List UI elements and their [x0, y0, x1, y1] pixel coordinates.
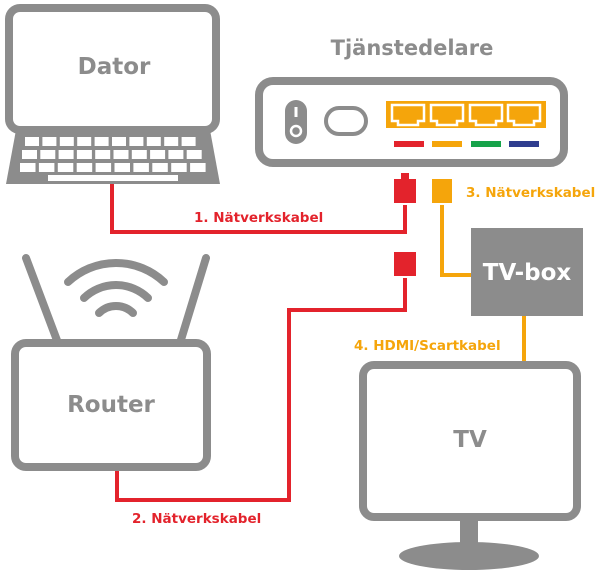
- router-antenna-left: [22, 254, 62, 347]
- laptop-key: [186, 150, 202, 159]
- ethernet-port-icon: [390, 103, 426, 127]
- reset-button-icon: [324, 106, 368, 136]
- laptop-key: [152, 163, 168, 172]
- cable-1-connector-tip: [401, 173, 409, 181]
- tv-screen: [359, 361, 581, 521]
- ethernet-port-icon: [429, 103, 465, 127]
- laptop-key: [190, 163, 206, 172]
- laptop-key: [40, 150, 56, 159]
- laptop-key: [95, 150, 111, 159]
- wifi-icon: [64, 258, 168, 317]
- cable-2-line: [115, 278, 407, 502]
- cable-3-line: [440, 205, 472, 277]
- laptop-key: [112, 137, 126, 146]
- tv-stand: [399, 542, 539, 570]
- laptop-key: [168, 150, 184, 159]
- ethernet-ports: [390, 103, 542, 127]
- gateway-body: [255, 77, 568, 167]
- router-label: Router: [67, 392, 155, 418]
- computer-device: Dator: [5, 4, 220, 184]
- laptop-key: [94, 137, 109, 146]
- laptop-key: [77, 137, 92, 146]
- cable-4-label: 4. HDMI/Scartkabel: [354, 338, 501, 354]
- computer-label: Dator: [78, 54, 151, 80]
- gateway-device: Tjänstedelare: [255, 36, 568, 167]
- cable-1-connector: [394, 179, 416, 203]
- tvbox-device: TV-box: [471, 228, 583, 316]
- laptop-key: [181, 137, 196, 146]
- laptop-key: [129, 137, 144, 146]
- router-antenna-right: [176, 254, 210, 347]
- gateway-label: Tjänstedelare: [331, 36, 494, 60]
- laptop-key: [114, 163, 130, 172]
- laptop-key: [95, 163, 112, 172]
- laptop-key: [131, 150, 147, 159]
- laptop-key: [171, 163, 187, 172]
- router-device: Router: [11, 254, 211, 471]
- port-indicator-orange: [432, 141, 462, 147]
- tvbox-body: [471, 228, 583, 316]
- laptop-keys: [20, 137, 206, 181]
- cable-3-label: 3. Nätverkskabel: [466, 185, 595, 201]
- laptop-key: [20, 163, 36, 172]
- laptop-key: [58, 150, 74, 159]
- port-indicator-green: [471, 141, 501, 147]
- laptop-key: [150, 150, 166, 159]
- router-body: [11, 339, 211, 471]
- cable-2-connector: [394, 252, 416, 276]
- laptop-key: [59, 137, 74, 146]
- laptop-key: [25, 137, 39, 146]
- tv-device: TV: [359, 361, 581, 570]
- laptop-key: [57, 163, 74, 172]
- laptop-key: [76, 150, 92, 159]
- ethernet-port-icon: [506, 103, 542, 127]
- port-indicator-red: [394, 141, 424, 147]
- cable-3-connector: [432, 179, 452, 203]
- power-switch-icon: [285, 100, 307, 144]
- tv-label: TV: [453, 427, 487, 453]
- cable-1-label: 1. Nätverkskabel: [194, 210, 323, 226]
- laptop-key: [133, 163, 149, 172]
- laptop-key: [164, 137, 179, 146]
- tv-neck: [460, 521, 478, 543]
- laptop-key: [146, 137, 161, 146]
- laptop-key: [76, 163, 93, 172]
- laptop-key: [22, 150, 37, 159]
- laptop-spacebar: [48, 175, 178, 181]
- laptop-key: [113, 150, 129, 159]
- tvbox-label: TV-box: [483, 260, 572, 286]
- cable-1-line: [110, 183, 407, 234]
- cable-2-label: 2. Nätverkskabel: [132, 511, 261, 527]
- port-indicator-blue: [509, 141, 539, 147]
- laptop-key: [42, 137, 57, 146]
- ethernet-port-icon: [468, 103, 504, 127]
- laptop-key: [38, 163, 55, 172]
